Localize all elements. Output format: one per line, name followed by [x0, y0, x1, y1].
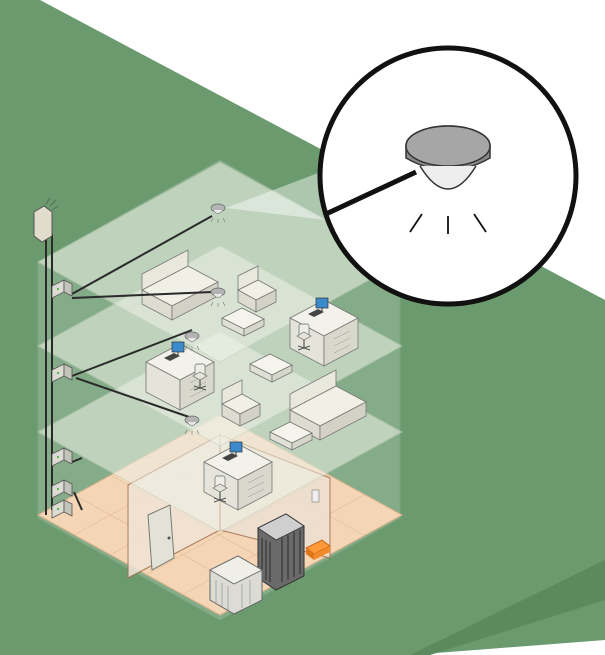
wall-switch	[311, 489, 320, 503]
office-chair-ground	[212, 475, 228, 503]
office-chair-level-2	[192, 363, 208, 391]
callout-beam	[226, 170, 326, 220]
smoke-detector-icon	[405, 125, 491, 190]
office-chair-level-2b	[296, 323, 312, 351]
ups-cabinet	[209, 555, 263, 615]
sensor-magnifier-callout	[317, 45, 579, 307]
wall-controller	[33, 197, 59, 243]
heater	[305, 539, 331, 560]
door	[147, 504, 175, 571]
ground-plane-edge	[410, 560, 605, 655]
server-rack	[257, 513, 305, 591]
signal-lines	[409, 213, 487, 234]
